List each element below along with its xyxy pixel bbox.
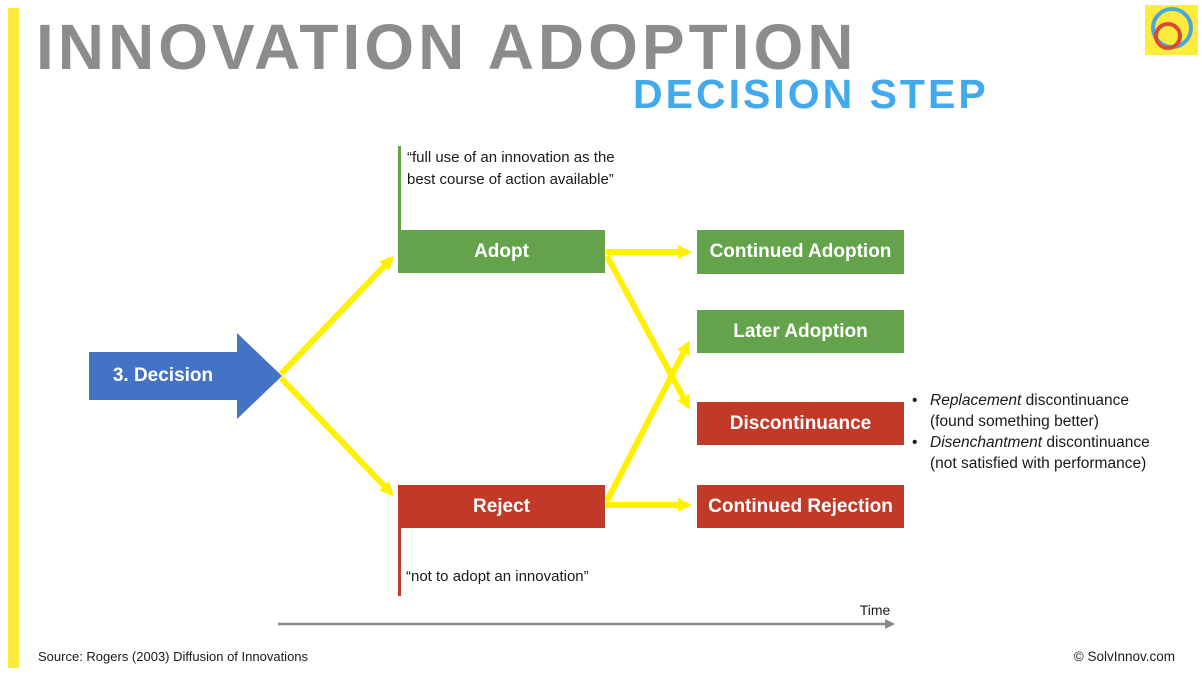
bullet-line2: (found something better) (930, 413, 1099, 430)
accent-bar (8, 8, 19, 668)
adopt-quote-line2: best course of action available” (407, 171, 614, 188)
solvinnov-logo-icon (1145, 5, 1198, 55)
reject-definition-quote: “not to adopt an innovation” (406, 568, 589, 585)
bullet-line2: (not satisfied with performance) (930, 455, 1147, 472)
copyright-text: © SolvInnov.com (1073, 649, 1175, 664)
later-adoption-box: Later Adoption (697, 310, 904, 353)
page-title: INNOVATION ADOPTION (36, 11, 858, 83)
decision-step-label: 3. Decision (112, 365, 214, 386)
source-citation: Source: Rogers (2003) Diffusion of Innov… (38, 649, 309, 664)
connector-decision-to-adopt (278, 256, 394, 377)
discontinuance-notes-list: • Replacement discontinuance (found some… (912, 390, 1202, 474)
bullet-icon: • (912, 434, 918, 451)
time-axis-label: Time (859, 602, 891, 618)
continued-adoption-box: Continued Adoption (697, 230, 904, 274)
bullet-icon: • (912, 392, 918, 409)
bullet-rest: discontinuance (1042, 434, 1150, 451)
bullet-text: Disenchantment discontinuance (not satis… (930, 432, 1150, 474)
discontinuance-box: Discontinuance (697, 402, 904, 445)
connector-reject-to-later-adoption (604, 340, 691, 503)
list-item: • Disenchantment discontinuance (not sat… (912, 432, 1202, 474)
decision-arrow-shape (89, 333, 282, 419)
continued-rejection-box: Continued Rejection (697, 485, 904, 528)
bullet-italic-term: Replacement (930, 392, 1022, 409)
logo-circles-icon (1151, 7, 1193, 50)
adopt-quote-line1: “full use of an innovation as the (407, 149, 615, 166)
bullet-rest: discontinuance (1021, 392, 1130, 409)
connector-adopt-to-discontinuance (604, 254, 691, 410)
bullet-italic-term: Disenchantment (930, 434, 1043, 451)
bullet-text: Replacement discontinuance (found someth… (930, 390, 1129, 432)
list-item: • Replacement discontinuance (found some… (912, 390, 1202, 432)
connector-decision-to-reject (278, 375, 394, 496)
adopt-box: Adopt (398, 230, 605, 273)
adopt-definition-quote: “full use of an innovation as the best c… (407, 147, 657, 191)
page-subtitle: DECISION STEP (633, 71, 989, 117)
logo-inner-circle (1154, 22, 1182, 50)
reject-box: Reject (398, 485, 605, 528)
